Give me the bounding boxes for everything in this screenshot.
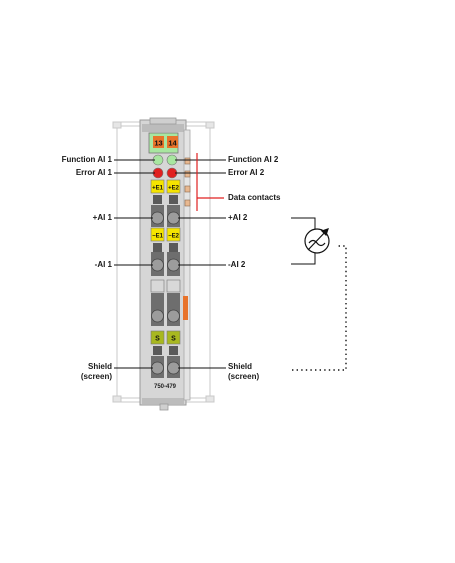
minus-ai-clamps <box>151 252 180 276</box>
shield-right-label: Shield (screen) <box>228 362 260 381</box>
minus-ai1-label: -AI 1 <box>94 260 112 269</box>
number-plates: 13 14 <box>148 132 179 154</box>
plus-e1-label: +E1 <box>152 186 164 192</box>
data-contacts <box>184 157 191 207</box>
leader-lines <box>114 159 226 369</box>
plus-ai1-label: +AI 1 <box>92 213 112 222</box>
shield-terminal-labels: S S <box>150 330 181 355</box>
adjustable-transducer-icon <box>304 228 330 254</box>
minus-ai2-label: -AI 2 <box>228 260 246 269</box>
shield-left-label: Shield (screen) <box>80 362 112 381</box>
sensor-wiring <box>291 217 347 371</box>
error-ai1-label: Error AI 1 <box>75 168 112 177</box>
number-14: 14 <box>168 139 177 148</box>
shield-clamps <box>151 356 180 378</box>
data-contacts-label: Data contacts <box>228 193 281 202</box>
shield-s-left: S <box>155 336 160 343</box>
function-ai2-label: Function AI 2 <box>228 155 279 164</box>
error-ai2-label: Error AI 2 <box>228 168 265 177</box>
shield-s-right: S <box>171 336 176 343</box>
minus-e1-label: −E1 <box>152 234 164 240</box>
terminal-module <box>139 117 191 411</box>
part-number: 750-479 <box>154 384 177 390</box>
minus-terminal-labels: −E1 −E2 <box>150 227 181 252</box>
number-13: 13 <box>154 139 162 148</box>
plus-terminal-labels: +E1 +E2 <box>150 179 181 204</box>
plus-ai2-label: +AI 2 <box>228 213 248 222</box>
power-jumper-contact <box>183 296 188 320</box>
minus-e2-label: −E2 <box>168 234 180 240</box>
function-ai1-label: Function AI 1 <box>61 155 112 164</box>
plus-e2-label: +E2 <box>168 186 180 192</box>
unused-clamps <box>150 279 188 326</box>
data-contacts-bracket <box>196 153 224 211</box>
